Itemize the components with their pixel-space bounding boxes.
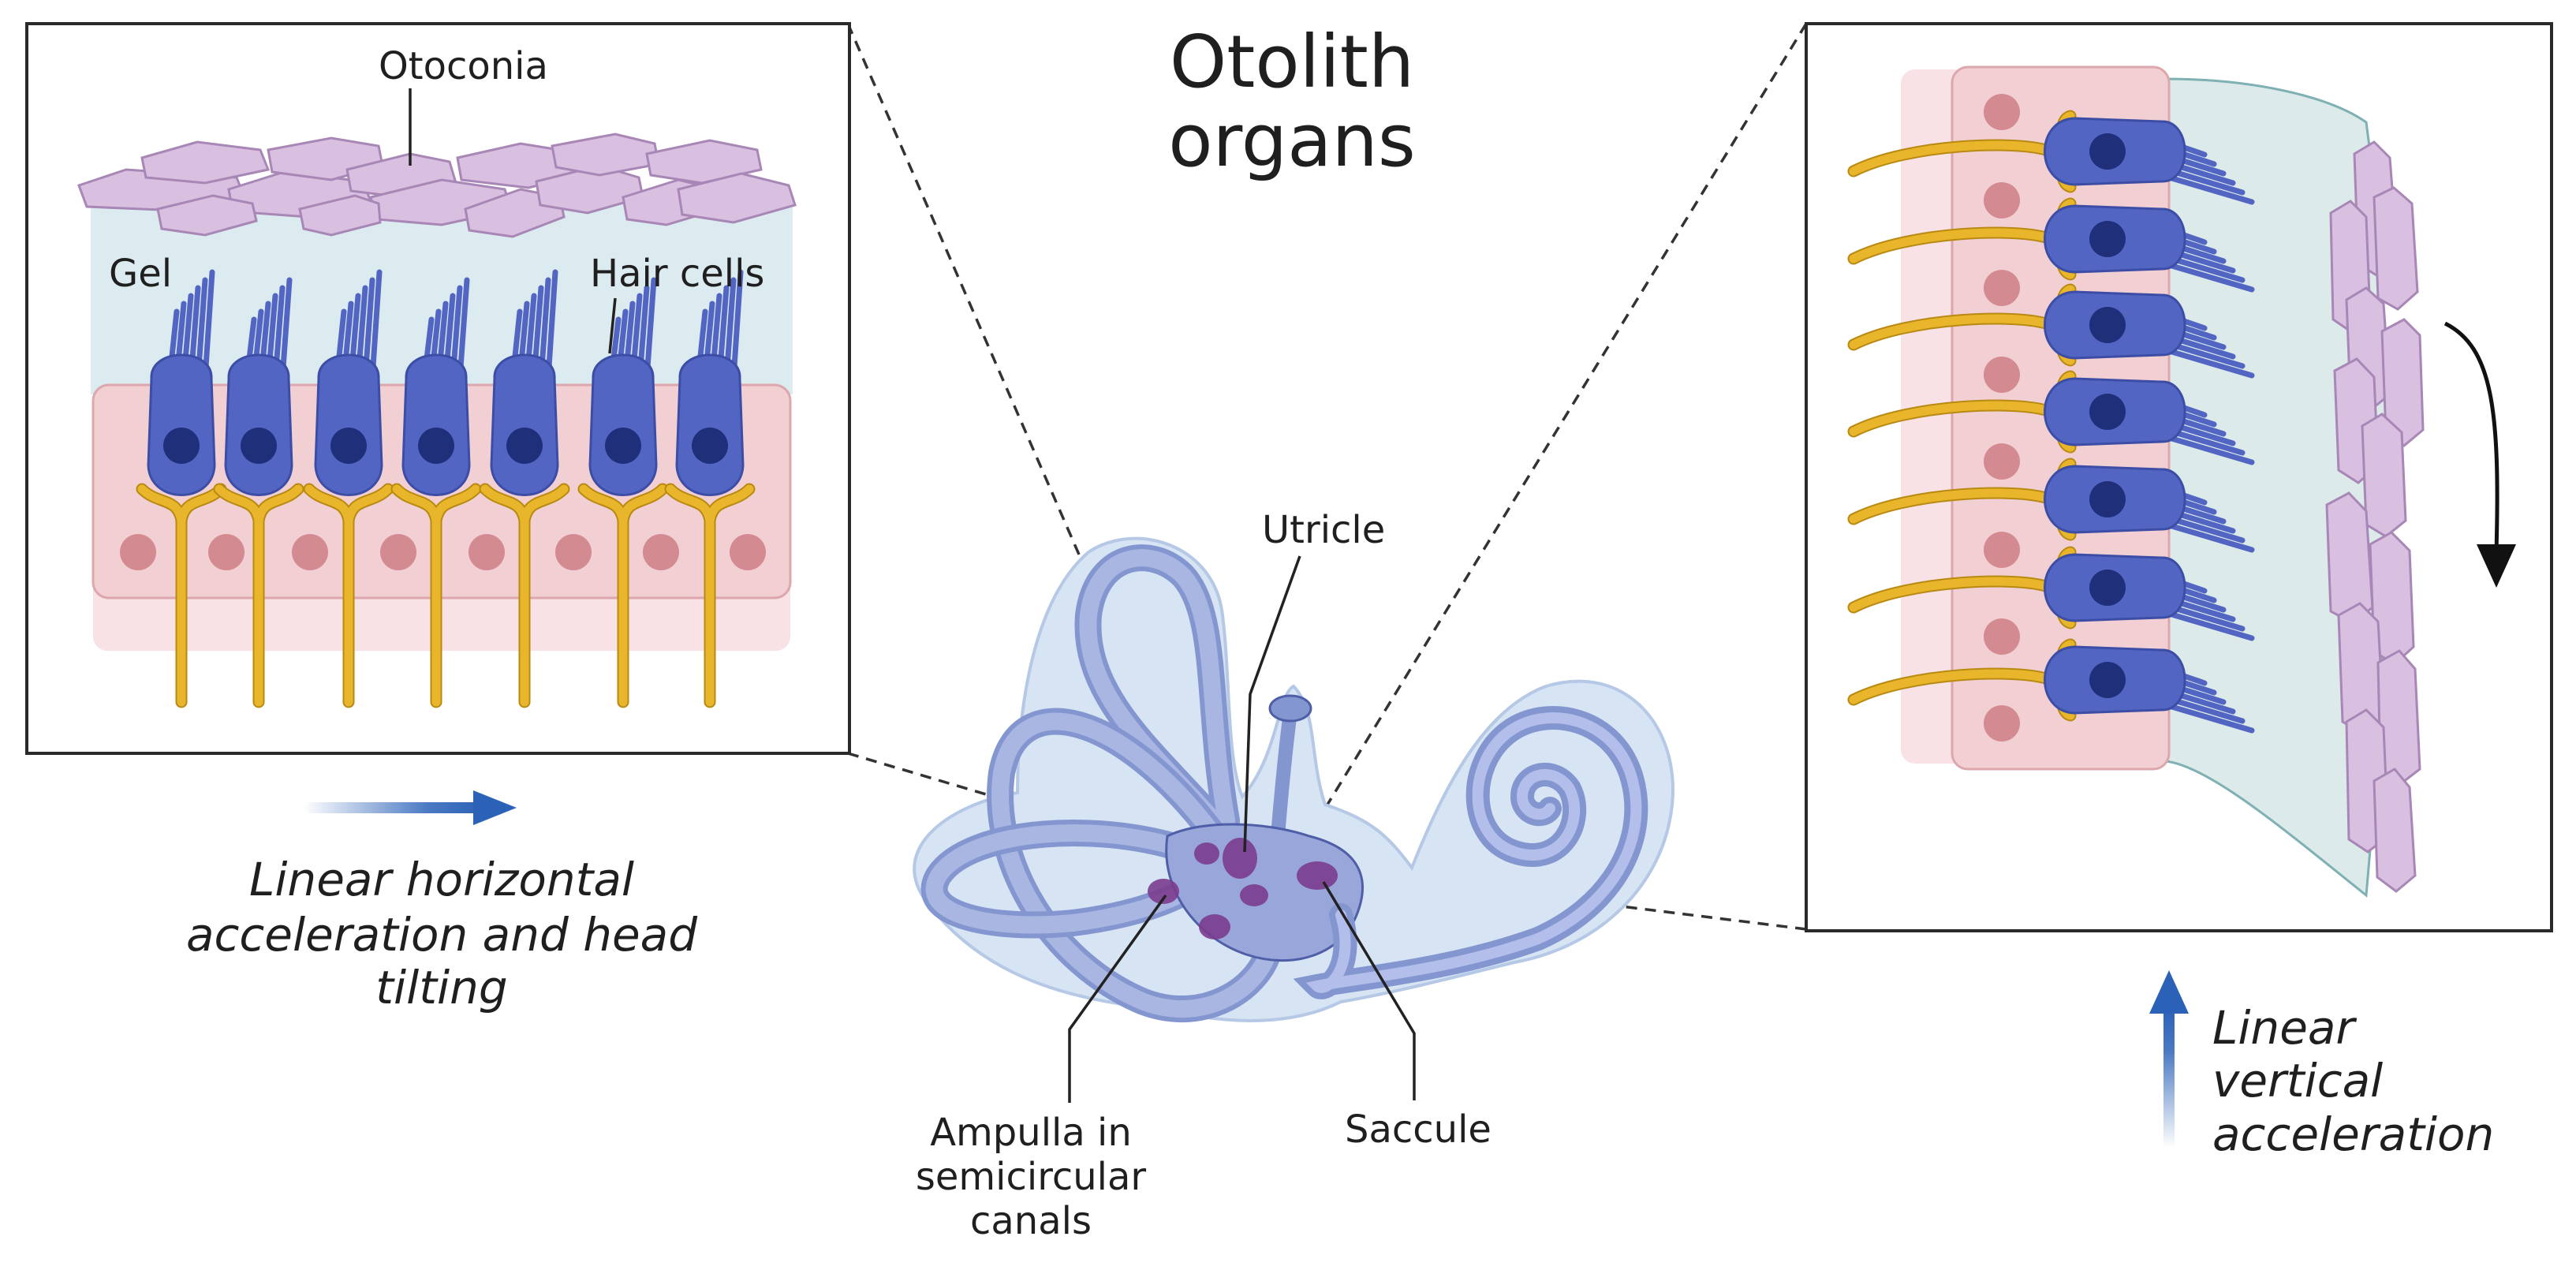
caption-vertical-line1: Linear: [2212, 1001, 2357, 1055]
otoconia-crystals-right: [2325, 140, 2425, 893]
horizontal-arrow-shaft: [304, 802, 481, 813]
caption-vertical-line2: vertical: [2212, 1054, 2383, 1108]
label-otoconia: Otoconia: [379, 44, 548, 88]
label-hair-cells: Hair cells: [590, 252, 764, 296]
hair-cells-right: [1847, 110, 2255, 734]
hair-cell: [1847, 370, 2255, 465]
hair-cell: [1847, 458, 2255, 553]
label-ampulla-line1: Ampulla in: [930, 1111, 1132, 1155]
right-support-nuclei: [1984, 94, 2020, 741]
hair-cell: [577, 277, 669, 708]
hair-cell: [1847, 638, 2255, 734]
otoconia-motion-arrow: [2443, 321, 2499, 553]
hair-cell: [213, 277, 304, 708]
hair-cells-left: [136, 269, 756, 708]
saccule-macula: [1297, 861, 1338, 890]
caption-horizontal-line3: tilting: [375, 961, 507, 1014]
hair-cell: [1847, 546, 2255, 641]
hair-cell: [303, 269, 394, 708]
label-gel: Gel: [109, 252, 172, 296]
hair-cell: [390, 277, 482, 708]
vertical-arrow-head: [2149, 970, 2189, 1014]
hair-cell: [1847, 197, 2255, 293]
left-inset: Otoconia Gel Hair cells: [25, 22, 851, 755]
utricle-macula: [1223, 838, 1257, 879]
caption-horizontal-line2: acceleration and head: [186, 908, 698, 962]
label-ampulla-line2: semicircular: [916, 1155, 1147, 1199]
horizontal-arrow-head: [473, 790, 517, 825]
ampulla-macula: [1148, 879, 1179, 904]
hair-cell: [664, 269, 756, 708]
inner-ear: [913, 536, 1674, 1023]
right-inset: [1805, 22, 2553, 932]
label-utricle: Utricle: [1262, 508, 1385, 552]
label-ampulla-line3: canals: [970, 1199, 1092, 1243]
caption-vertical-line3: acceleration: [2212, 1108, 2494, 1161]
title-line1: Otolith: [1170, 20, 1414, 104]
hair-cell: [1847, 110, 2255, 205]
otoconia-crystals: [77, 133, 797, 238]
label-saccule: Saccule: [1345, 1108, 1491, 1152]
hair-cell: [479, 269, 570, 708]
caption-horizontal-line1: Linear horizontal: [249, 853, 634, 906]
hair-cell: [1847, 283, 2255, 379]
title-line2: organs: [1168, 99, 1416, 183]
vertical-arrow-shaft: [2163, 1010, 2175, 1148]
